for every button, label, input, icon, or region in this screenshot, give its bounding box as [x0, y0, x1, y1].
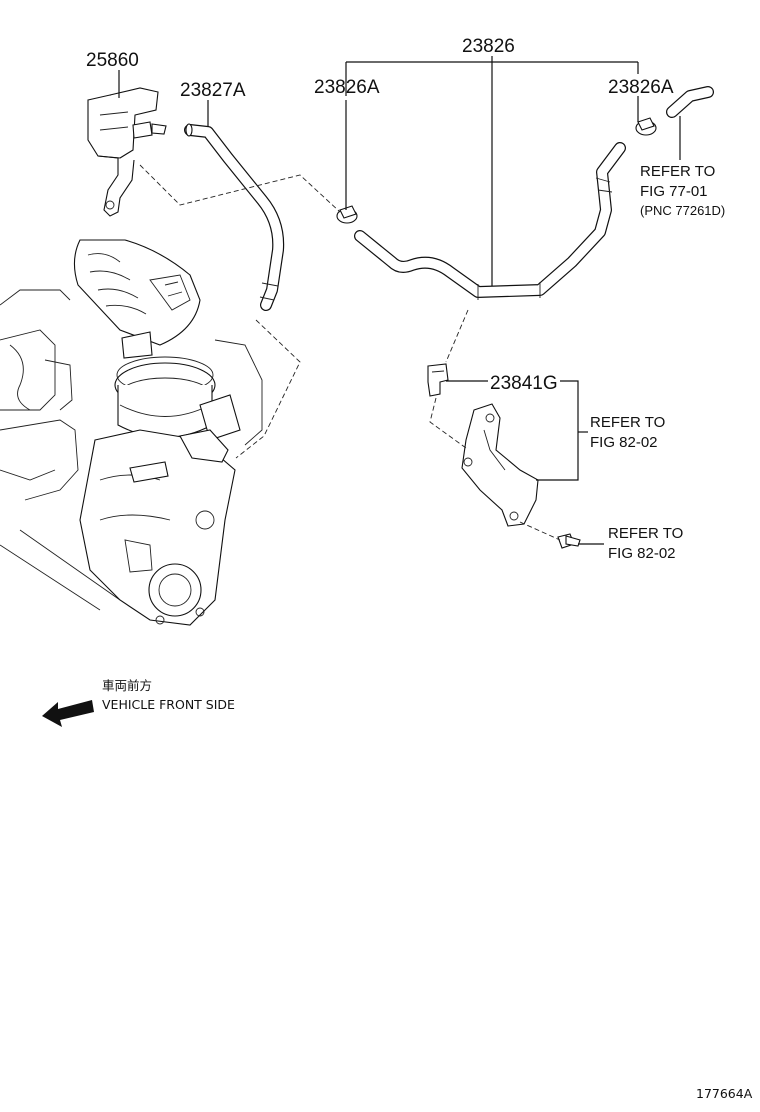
- direction-japanese: 車両前方: [102, 678, 152, 693]
- ref1-line2: FIG 77-01: [640, 183, 708, 200]
- hose-23826: [354, 86, 714, 300]
- direction-indicator: 車両前方 VEHICLE FRONT SIDE: [42, 678, 235, 727]
- vsv-part: [87, 87, 167, 217]
- callout-25860: 25860: [86, 50, 139, 71]
- reference-notes: REFER TO FIG 77-01 (PNC 77261D) REFER TO…: [590, 163, 725, 562]
- ref1-line1: REFER TO: [640, 163, 715, 180]
- engine-assembly: [0, 239, 263, 626]
- direction-english: VEHICLE FRONT SIDE: [102, 697, 235, 712]
- arrow-left-icon: [42, 700, 94, 727]
- hose-23827a: [184, 123, 285, 311]
- ref2-line1: REFER TO: [590, 414, 665, 431]
- callout-23826: 23826: [462, 36, 515, 57]
- ref3-line1: REFER TO: [608, 525, 683, 542]
- callout-23826a-right: 23826A: [608, 77, 674, 98]
- connection-lines: [139, 164, 561, 541]
- callout-23827a: 23827A: [180, 80, 246, 101]
- leader-lines: [118, 56, 681, 545]
- ref2-line2: FIG 82-02: [590, 434, 658, 451]
- clip-part: [427, 363, 449, 397]
- callout-23841g: 23841G: [490, 373, 558, 394]
- figure-code: 177664A: [696, 1086, 753, 1101]
- callout-labels: 25860 23827A 23826 23826A 23826A 23841G: [86, 36, 674, 394]
- clamp-left-part: [336, 205, 358, 224]
- callout-23826a-left: 23826A: [314, 77, 380, 98]
- bolt-part: [557, 533, 581, 549]
- clamp-right-part: [635, 117, 657, 136]
- bracket-part: [461, 403, 539, 527]
- ref3-line2: FIG 82-02: [608, 545, 676, 562]
- ref1-line3: (PNC 77261D): [640, 203, 725, 218]
